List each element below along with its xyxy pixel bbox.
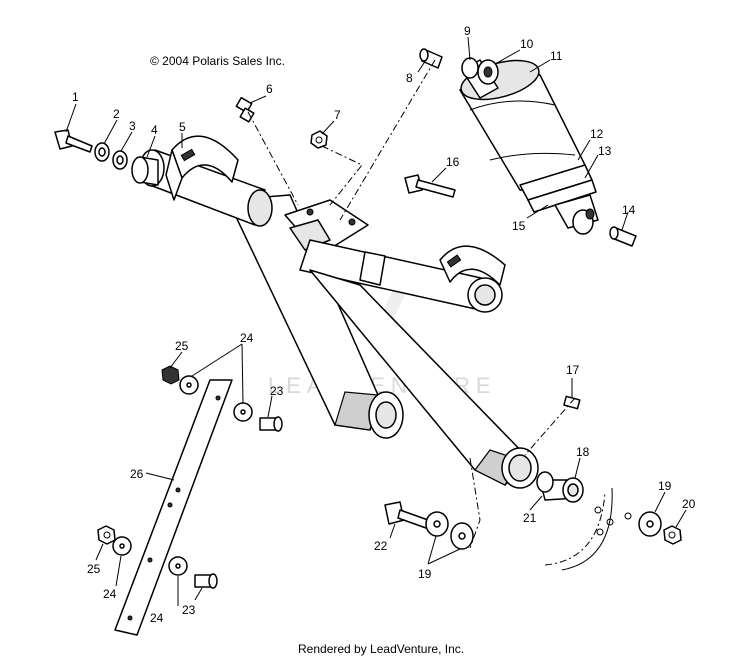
callout-23-upper: 23 bbox=[270, 384, 284, 398]
part-13-shock-rod bbox=[554, 194, 599, 235]
pivot-tube-right bbox=[299, 239, 503, 313]
callout-19-right: 19 bbox=[658, 479, 672, 493]
part-5-bracket bbox=[165, 135, 239, 201]
part-20-nut bbox=[663, 525, 682, 545]
part-24-washer-upper-b bbox=[233, 402, 253, 422]
frame-plate-fragment bbox=[544, 487, 614, 571]
footer-text: Rendered by LeadVenture, Inc. bbox=[298, 642, 464, 656]
swing-arm-left bbox=[227, 194, 404, 439]
part-4-bushing bbox=[131, 156, 159, 186]
part-6-grease-fitting bbox=[235, 96, 255, 123]
callout-25-upper: 25 bbox=[175, 339, 189, 353]
part-25-nut-upper bbox=[161, 365, 180, 385]
part-25-nut-lower bbox=[97, 525, 116, 545]
part-24-washer-lower-b bbox=[168, 556, 188, 576]
callout-1: 1 bbox=[72, 90, 79, 104]
callout-7: 7 bbox=[334, 108, 341, 122]
part-7-nut bbox=[310, 130, 328, 149]
part-1-bolt bbox=[54, 129, 93, 153]
part-26-limiter-strap bbox=[114, 379, 233, 636]
callout-13: 13 bbox=[598, 144, 612, 158]
callout-14: 14 bbox=[622, 203, 636, 217]
part-10-bushing bbox=[477, 59, 499, 85]
callout-4: 4 bbox=[151, 123, 158, 137]
callouts: 1 2 3 4 5 6 7 8 9 10 11 12 13 14 15 16 1… bbox=[72, 24, 696, 625]
callout-17: 17 bbox=[566, 363, 580, 377]
part-19-washers-left bbox=[425, 511, 474, 550]
part-17-grease-fitting bbox=[563, 395, 581, 410]
callout-10: 10 bbox=[520, 37, 534, 51]
callout-24-upper: 24 bbox=[240, 331, 254, 345]
callout-19-left: 19 bbox=[418, 567, 432, 581]
callout-5: 5 bbox=[179, 120, 186, 134]
part-23-bolt-lower bbox=[194, 573, 218, 589]
callout-16: 16 bbox=[446, 155, 460, 169]
callout-2: 2 bbox=[113, 107, 120, 121]
part-18-bushing bbox=[562, 477, 584, 503]
part-24-washer-lower-a bbox=[112, 536, 132, 556]
callout-3: 3 bbox=[129, 119, 136, 133]
copyright-text: © 2004 Polaris Sales Inc. bbox=[150, 54, 285, 68]
callout-25-lower: 25 bbox=[87, 562, 101, 576]
leader-lines bbox=[65, 36, 687, 606]
callout-12: 12 bbox=[590, 127, 604, 141]
callout-11: 11 bbox=[550, 49, 563, 63]
part-14-pin bbox=[609, 226, 637, 247]
callout-20: 20 bbox=[682, 497, 696, 511]
part-2-washer bbox=[94, 142, 110, 162]
callout-23-lower: 23 bbox=[182, 603, 196, 617]
callout-15: 15 bbox=[512, 219, 526, 233]
part-19-washer-right bbox=[624, 511, 662, 537]
callout-9: 9 bbox=[464, 24, 471, 38]
part-12-spring-collar bbox=[519, 164, 597, 213]
part-16-bolt bbox=[404, 174, 456, 198]
swing-arm-right bbox=[309, 269, 539, 489]
part-24-washer-upper-a bbox=[179, 375, 199, 395]
callout-24-lower-a: 24 bbox=[103, 587, 117, 601]
callout-22: 22 bbox=[374, 539, 388, 553]
right-tube-bracket bbox=[439, 245, 506, 286]
part-3-washer bbox=[112, 150, 128, 170]
assembly-lines bbox=[247, 59, 576, 549]
callout-6: 6 bbox=[266, 82, 273, 96]
callout-24-lower-b: 24 bbox=[150, 611, 164, 625]
part-22-bolt bbox=[384, 501, 429, 529]
part-8-pin bbox=[419, 48, 443, 69]
part-23-bolt-upper bbox=[259, 416, 283, 432]
callout-26: 26 bbox=[130, 467, 144, 481]
callout-18: 18 bbox=[576, 445, 590, 459]
callout-21: 21 bbox=[523, 511, 537, 525]
callout-8: 8 bbox=[406, 71, 413, 85]
